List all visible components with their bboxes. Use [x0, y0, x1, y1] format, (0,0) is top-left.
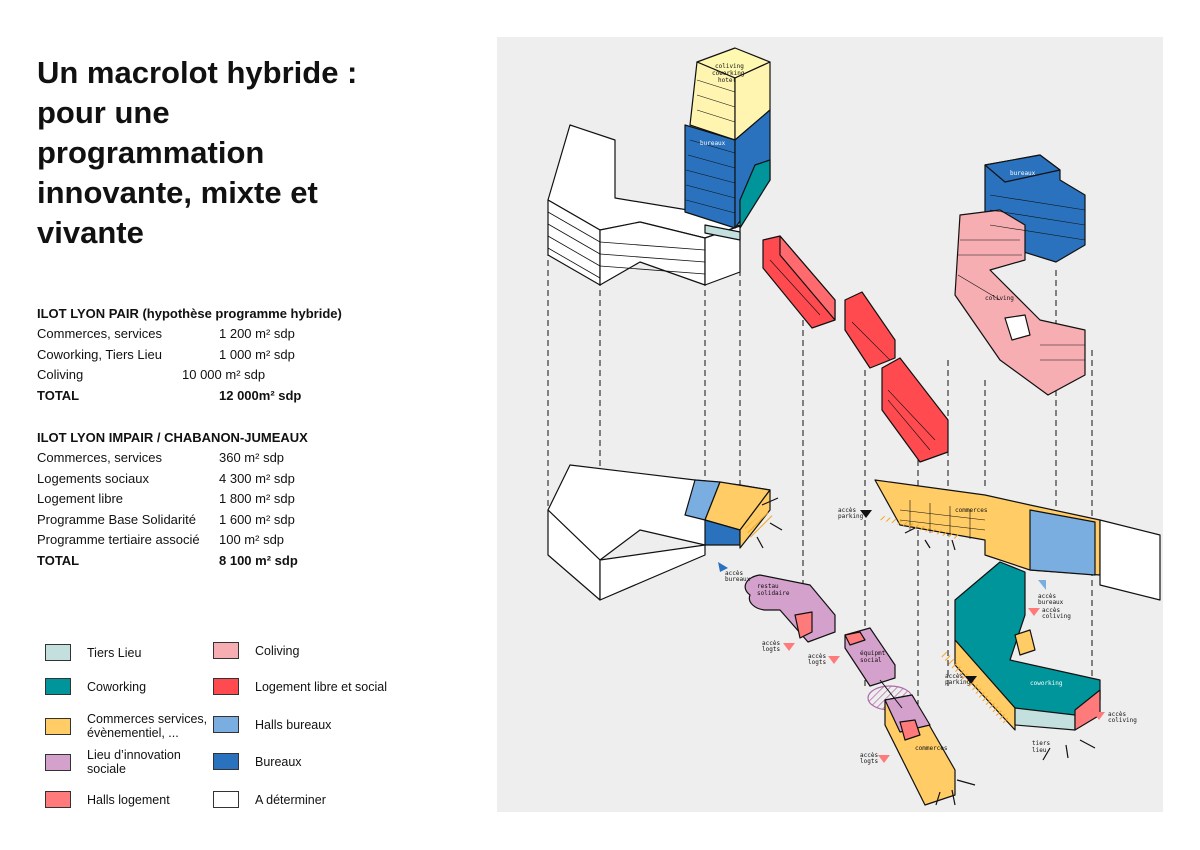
program-heading: ILOT LYON IMPAIR / CHABANON-JUMEAUX	[37, 430, 308, 445]
svg-text:coliving: coliving	[985, 295, 1014, 302]
building-coliving-bureaux: bureaux coliving	[954, 154, 1086, 396]
legend-item: Bureaux	[213, 753, 403, 770]
legend-swatch	[45, 791, 71, 808]
program-ilot-impair: ILOT LYON IMPAIR / CHABANON-JUMEAUX Comm…	[37, 430, 397, 571]
svg-text:commerces: commerces	[915, 745, 948, 752]
legend-swatch	[45, 753, 71, 771]
legend-swatch	[213, 753, 239, 770]
legend-swatch	[213, 678, 239, 695]
logement-blocks	[762, 235, 949, 463]
legend-swatch	[213, 642, 239, 659]
svg-text:coworking: coworking	[1030, 680, 1063, 687]
legend-swatch	[213, 716, 239, 733]
svg-text:commerces: commerces	[955, 507, 988, 514]
legend-item: Coworking	[45, 678, 205, 695]
legend-item: Tiers Lieu	[45, 644, 205, 661]
commerces-strip: commerces	[874, 479, 1161, 601]
tower-bureaux-label: bureaux	[700, 140, 726, 147]
legend-item: A déterminer	[213, 791, 403, 808]
legend-item: Coliving	[213, 642, 403, 659]
legend-item: Commerces services, évènementiel, ...	[45, 712, 215, 740]
legend-item: Lieu d’innovation sociale	[45, 748, 195, 776]
program-ilot-pair: ILOT LYON PAIR (hypothèse programme hybr…	[37, 306, 397, 406]
legend-item: Logement libre et social	[213, 678, 403, 695]
legend-swatch	[45, 644, 71, 661]
page-title: Un macrolot hybride : pour une programma…	[37, 54, 358, 250]
activity-rays	[756, 497, 1096, 806]
program-heading: ILOT LYON PAIR (hypothèse programme hybr…	[37, 306, 342, 321]
legend-swatch	[45, 717, 71, 735]
legend-swatch	[45, 678, 71, 695]
legend-item: Halls logement	[45, 791, 205, 808]
legend-swatch	[213, 791, 239, 808]
building-lower-left	[547, 464, 775, 601]
svg-text:bureaux: bureaux	[1010, 170, 1036, 177]
legend-item: Halls bureaux	[213, 716, 403, 733]
